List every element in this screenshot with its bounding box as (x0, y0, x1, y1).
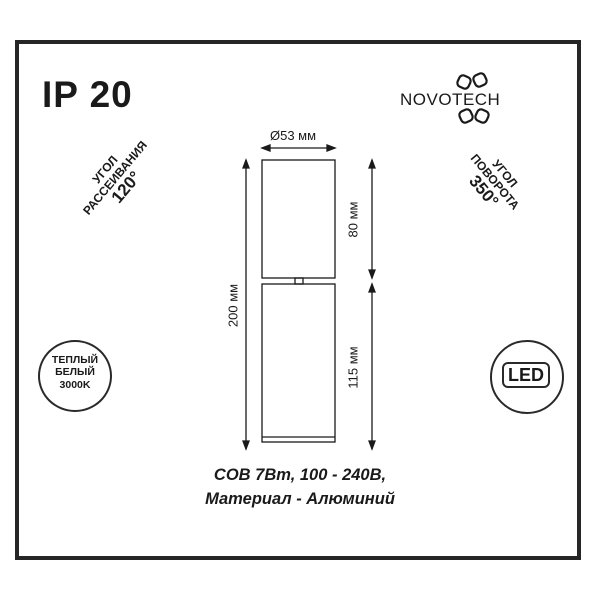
lamp-bottom-body (261, 283, 336, 443)
top-height-arrow-bottom (368, 269, 376, 280)
specs-line2: Материал - Алюминий (205, 490, 395, 508)
color-temp-badge: ТЕПЛЫЙ БЕЛЫЙ 3000K (38, 340, 112, 412)
diameter-arrow-right (326, 144, 337, 152)
ip-rating: IP 20 (42, 74, 133, 115)
diagram-frame (15, 40, 581, 560)
top-height-arrow-top (368, 158, 376, 169)
bottom-height-arrow-top (368, 282, 376, 293)
brand-logo: NOVOTECH (400, 70, 580, 130)
top-height-label: 80 мм (345, 201, 361, 238)
total-height-label: 200 мм (225, 283, 241, 328)
bottom-height-arrow-bottom (368, 440, 376, 451)
led-label: LED (502, 362, 550, 388)
brand-name: NOVOTECH (400, 90, 501, 109)
lamp-connector (294, 277, 304, 285)
color-temp-line2: БЕЛЫЙ (55, 366, 95, 379)
total-height-arrow-bottom (242, 440, 250, 451)
specs-line1: COB 7Вт, 100 - 240В, (213, 466, 387, 484)
diameter-label: Ø53 мм (270, 128, 317, 143)
color-temp-line1: ТЕПЛЫЙ (51, 354, 99, 366)
total-height-arrow-top (242, 158, 250, 169)
lamp-top-body (261, 159, 336, 279)
color-temp-line3: 3000K (59, 378, 91, 391)
bottom-height-label: 115 мм (345, 346, 361, 389)
brand-logo-mark (456, 72, 490, 124)
diameter-arrow-left (260, 144, 271, 152)
led-badge: LED (490, 340, 564, 414)
